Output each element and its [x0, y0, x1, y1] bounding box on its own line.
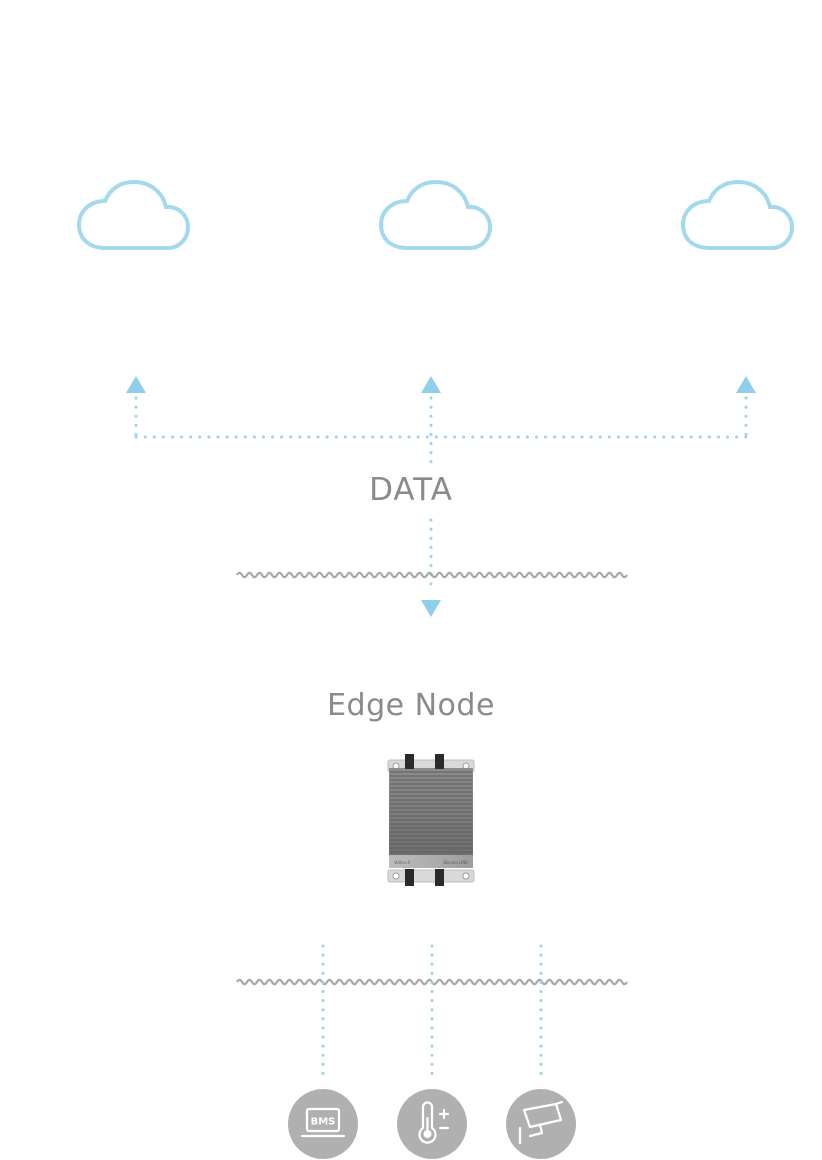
- bms-label: BMS: [311, 1117, 336, 1128]
- thermometer-icon: [418, 1101, 450, 1144]
- arrow-up-icon-left: [126, 376, 146, 393]
- edge-node-device-image: Voltcx 4 Derivio LINK: [387, 754, 475, 886]
- laptop-icon: BMS: [300, 1107, 346, 1138]
- device-label-left: Voltcx 4: [394, 860, 410, 865]
- cloud-icon-center: [378, 179, 493, 250]
- cloud-icon-right: [680, 179, 795, 250]
- security-camera-icon: [518, 1100, 564, 1145]
- data-flow-up: [126, 376, 756, 468]
- data-label: DATA: [369, 472, 453, 508]
- arrow-up-icon-right: [736, 376, 756, 393]
- cloud-icon-left: [76, 179, 191, 250]
- bms-source-badge: BMS: [288, 1089, 358, 1159]
- network-boundary-upper: [236, 571, 628, 579]
- arrow-down-icon: [421, 600, 441, 617]
- temperature-source-badge: [397, 1089, 467, 1159]
- edge-node-label: Edge Node: [327, 688, 495, 723]
- device-label-right: Derivio LINK: [443, 860, 468, 865]
- camera-source-badge: [506, 1089, 576, 1159]
- arrow-up-icon-center: [421, 376, 441, 393]
